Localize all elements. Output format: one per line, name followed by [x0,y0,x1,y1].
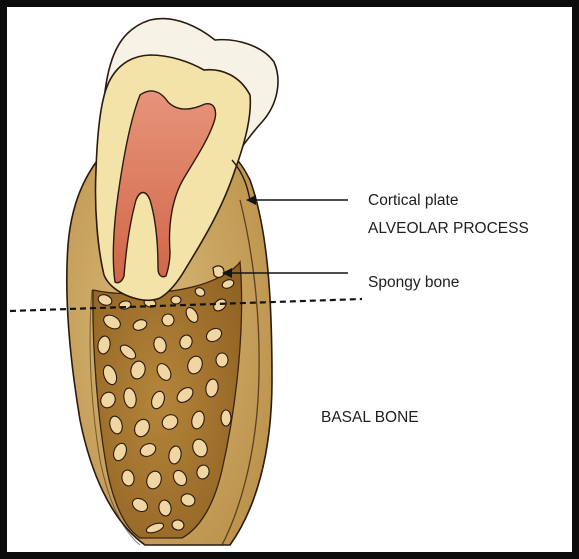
marrow-space [221,410,231,426]
marrow-space [216,353,228,367]
cortical-plate-pointer [246,195,348,205]
alveolar-process-label: ALVEOLAR PROCESS [368,221,529,237]
basal-bone-label: BASAL BONE [321,410,419,426]
marrow-space [171,296,181,304]
tooth-alveolar-bone-diagram [7,7,572,552]
cortical-plate-label: Cortical plate [368,193,458,209]
spongy-bone-label: Spongy bone [368,275,459,291]
